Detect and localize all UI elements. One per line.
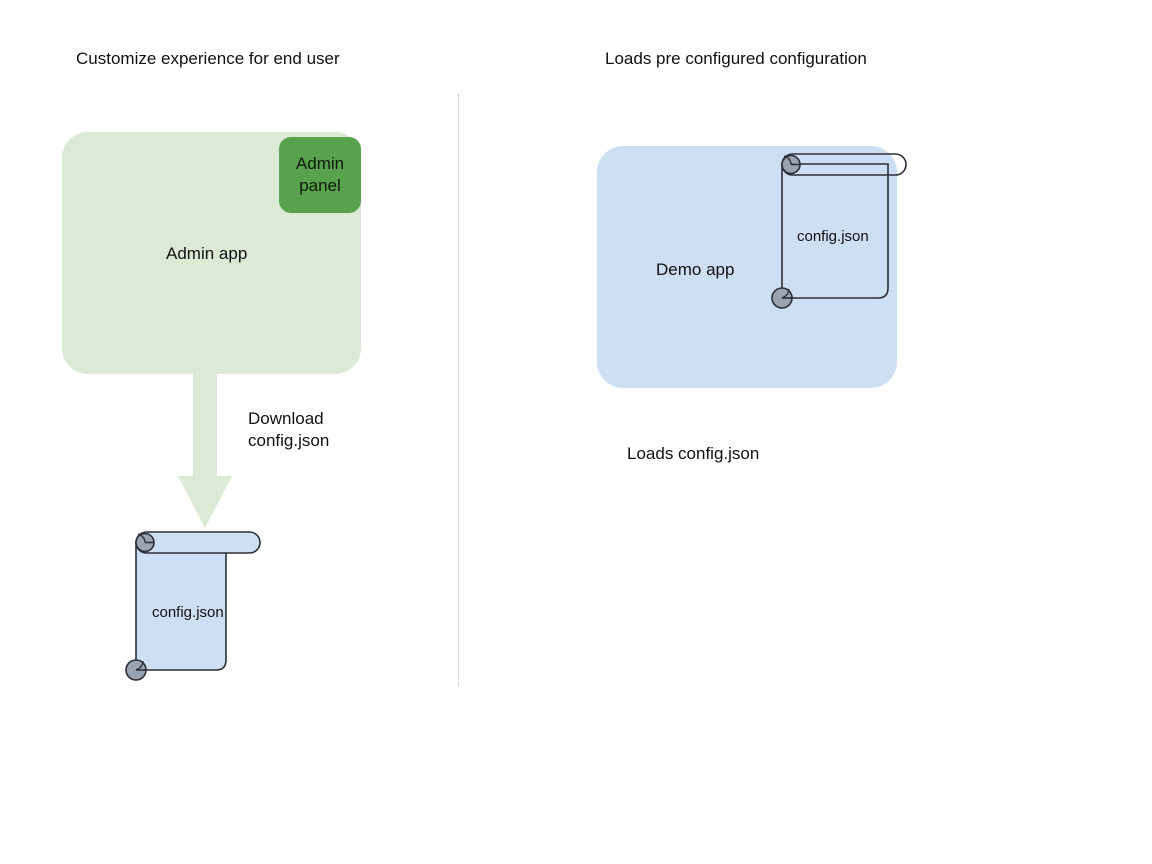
download-arrow-icon: [178, 372, 232, 528]
config-json-file-left-icon: [125, 531, 261, 681]
download-arrow-caption-line2: config.json: [248, 431, 330, 450]
admin-panel-badge[interactable]: Admin panel: [279, 137, 361, 213]
section-divider: [458, 94, 459, 686]
download-arrow-caption-line1: Download: [248, 409, 324, 428]
demo-app-label: Demo app: [656, 260, 735, 279]
config-json-file-right-icon: [771, 153, 907, 309]
admin-panel-badge-line1: Admin: [295, 154, 345, 173]
admin-panel-badge-line2: panel: [299, 176, 341, 195]
section-heading-left: Customize experience for end user: [76, 49, 340, 68]
demo-app-card: [597, 146, 897, 388]
config-json-file-right-label: config.json: [797, 228, 869, 245]
loads-config-caption: Loads config.json: [627, 444, 760, 463]
admin-app-label: Admin app: [166, 244, 248, 263]
section-heading-right: Loads pre configured configuration: [605, 49, 867, 68]
download-arrow-caption: Download config.json: [248, 408, 329, 452]
config-json-file-left-label: config.json: [152, 604, 224, 621]
